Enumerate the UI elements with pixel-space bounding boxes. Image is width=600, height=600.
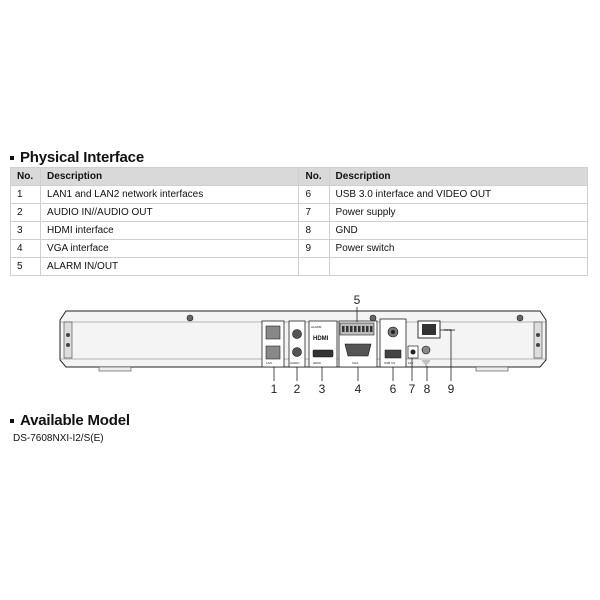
row-no-right: 6 xyxy=(298,185,330,204)
header-no-left: No. xyxy=(9,167,42,186)
ground-terminal xyxy=(421,345,431,366)
usb-video-block: USB 3.0 xyxy=(379,318,407,368)
row-no-left: 1 xyxy=(9,185,42,204)
dc-port-label: 12V xyxy=(408,361,413,365)
model-number: DS-7608NXI-I2/S(E) xyxy=(13,433,104,444)
row-desc-right: GND xyxy=(328,221,589,240)
row-desc-right: Power switch xyxy=(328,239,589,258)
row-desc-left: AUDIO IN//AUDIO OUT xyxy=(40,203,300,222)
audio-port-label: AUDIO xyxy=(290,361,300,365)
row-no-right: 7 xyxy=(298,203,330,222)
row-no-left: 5 xyxy=(9,257,42,276)
power-supply-port: 12V xyxy=(407,345,419,365)
table-row: 5 ALARM IN/OUT xyxy=(9,257,589,276)
callout-number: 9 xyxy=(448,382,455,396)
header-description-right: Description xyxy=(328,167,589,186)
callout-number: 2 xyxy=(294,382,301,396)
physical-interface-title: Physical Interface xyxy=(20,149,144,166)
available-model-title: Available Model xyxy=(20,412,130,429)
interface-table: No. Description No. Description 1 LAN1 a… xyxy=(9,167,589,276)
table-row: 4 VGA interface 9 Power switch xyxy=(9,239,589,258)
lan-ports: LAN xyxy=(261,320,285,368)
callout-number: 3 xyxy=(319,382,326,396)
table-header-row: No. Description No. Description xyxy=(9,167,589,186)
hdmi-alarm-block: ALARM HDMI HDMI xyxy=(308,320,338,368)
callout-numbers: 1 2 3 4 5 6 7 8 9 xyxy=(271,293,455,396)
callout-number: 6 xyxy=(390,382,397,396)
callout-number: 8 xyxy=(424,382,431,396)
callout-number: 7 xyxy=(409,382,416,396)
hdmi-port-label: HDMI xyxy=(313,361,321,365)
callout-number: 4 xyxy=(355,382,362,396)
bullet-icon xyxy=(10,418,14,423)
bullet-icon xyxy=(10,155,14,160)
usb-port-label: USB 3.0 xyxy=(384,361,396,365)
available-model-heading: Available Model xyxy=(10,412,130,429)
table-row: 2 AUDIO IN//AUDIO OUT 7 Power supply xyxy=(9,203,589,222)
row-no-left: 4 xyxy=(9,239,42,258)
vga-alarm-block: VGA xyxy=(338,320,378,368)
table-row: 3 HDMI interface 8 GND xyxy=(9,221,589,240)
header-no-right: No. xyxy=(298,167,330,186)
callout-leader-lines xyxy=(273,307,452,381)
callout-number: 1 xyxy=(271,382,278,396)
callout-number: 5 xyxy=(354,293,361,307)
header-description-left: Description xyxy=(40,167,300,186)
row-no-left: 3 xyxy=(9,221,42,240)
physical-interface-heading: Physical Interface xyxy=(10,149,144,166)
lan-port-label: LAN xyxy=(266,361,272,365)
row-no-right xyxy=(298,257,330,276)
row-desc-right xyxy=(328,257,589,276)
row-desc-left: LAN1 and LAN2 network interfaces xyxy=(40,185,300,204)
vga-port-label: VGA xyxy=(352,361,358,365)
nvr-rear-panel-diagram: LAN AUDIO ALARM HDMI HDMI VGA USB 3.0 xyxy=(59,293,547,396)
row-desc-left: ALARM IN/OUT xyxy=(40,257,300,276)
row-desc-right: USB 3.0 interface and VIDEO OUT xyxy=(328,185,589,204)
row-no-right: 8 xyxy=(298,221,330,240)
row-desc-left: VGA interface xyxy=(40,239,300,258)
table-row: 1 LAN1 and LAN2 network interfaces 6 USB… xyxy=(9,185,589,204)
row-desc-right: Power supply xyxy=(328,203,589,222)
row-no-right: 9 xyxy=(298,239,330,258)
audio-ports: AUDIO xyxy=(288,320,306,368)
row-no-left: 2 xyxy=(9,203,42,222)
row-desc-left: HDMI interface xyxy=(40,221,300,240)
screw-icon xyxy=(186,314,524,322)
alarm-port-label: ALARM xyxy=(311,325,322,329)
hdmi-logo: HDMI xyxy=(313,336,329,342)
